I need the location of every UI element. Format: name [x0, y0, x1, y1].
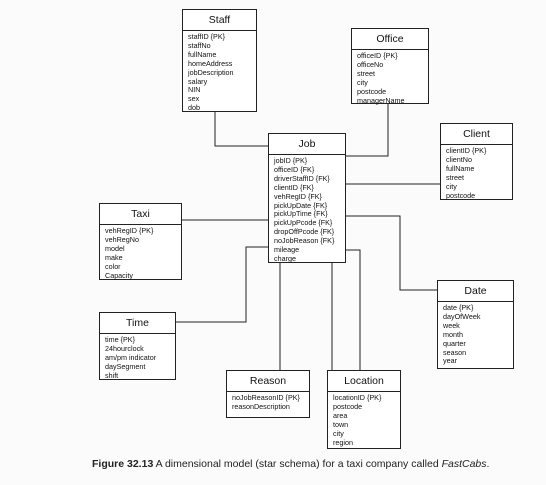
attribute-item: managerName: [357, 95, 405, 105]
reason-entity[interactable]: Reason noJobReasonID {PK}reasonDescripti…: [226, 370, 310, 418]
date-title: Date: [438, 281, 513, 302]
attribute-item: model: [105, 243, 125, 253]
attribute-item: staffNo: [188, 40, 211, 50]
attribute-item: postcode: [333, 401, 363, 411]
attribute-item: shift: [105, 370, 119, 380]
caption-text: A dimensional model (star schema) for a …: [153, 458, 442, 470]
attribute-item: time {PK}: [105, 335, 135, 344]
attribute-item: vehRegID {FK}: [274, 191, 322, 201]
taxi-title: Taxi: [100, 204, 181, 225]
location-title: Location: [328, 371, 400, 392]
attribute-item: week: [443, 320, 460, 330]
attribute-item: street: [446, 172, 464, 182]
attribute-item: pickUpDate {FK}: [274, 200, 328, 210]
attribute-item: date {PK}: [443, 303, 474, 312]
attribute-item: season: [443, 347, 467, 357]
attribute-item: sex: [188, 94, 200, 104]
job-attributes: jobID {PK}officeID {FK}driverStaffID {FK…: [269, 155, 345, 264]
link-job-time: [176, 246, 268, 323]
caption-label: Figure 32.13: [92, 458, 154, 470]
attribute-item: postcode: [357, 86, 387, 96]
attribute-item: make: [105, 252, 123, 262]
attribute-item: clientNo: [446, 154, 472, 164]
attribute-item: city: [357, 77, 368, 87]
attribute-item: reasonDescription: [232, 401, 290, 411]
attribute-item: am/pm indicator: [105, 352, 157, 362]
link-job-staff: [214, 112, 268, 147]
attribute-item: officeNo: [357, 59, 384, 69]
reason-attributes: noJobReasonID {PK}reasonDescription: [227, 392, 309, 412]
link-job-office: [346, 104, 389, 157]
attribute-item: color: [105, 261, 121, 271]
attribute-item: NIN: [188, 85, 201, 95]
attribute-item: Capacity: [105, 270, 133, 280]
attribute-item: dayOfWeek: [443, 311, 481, 321]
attribute-item: officeID {FK}: [274, 164, 315, 174]
caption-end: .: [486, 458, 490, 470]
attribute-item: mileage: [274, 245, 300, 255]
attribute-item: month: [443, 329, 463, 339]
attribute-item: town: [333, 419, 349, 429]
attribute-item: noJobReason {FK}: [274, 236, 335, 246]
attribute-item: region: [333, 437, 353, 447]
attribute-item: daySegment: [105, 361, 146, 371]
link-job-date: [346, 215, 437, 291]
attribute-item: fullName: [446, 163, 475, 173]
reason-title: Reason: [227, 371, 309, 392]
attribute-item: street: [357, 68, 375, 78]
attribute-item: clientID {FK}: [274, 182, 314, 192]
attribute-item: noJobReasonID {PK}: [232, 393, 300, 402]
attribute-item: year: [443, 356, 457, 366]
attribute-item: charge: [274, 253, 296, 263]
job-title: Job: [269, 134, 345, 155]
attribute-item: homeAddress: [188, 58, 233, 68]
attribute-item: pickUpTime {FK}: [274, 209, 328, 219]
attribute-item: jobID {PK}: [274, 156, 308, 165]
attribute-item: area: [333, 410, 348, 420]
attribute-item: pickUpPcode {FK}: [274, 218, 333, 228]
attribute-item: vehRegID {PK}: [105, 226, 154, 235]
office-title: Office: [352, 29, 428, 50]
attribute-item: fullName: [188, 49, 217, 59]
attribute-item: vehRegNo: [105, 234, 139, 244]
attribute-item: city: [446, 181, 457, 191]
attribute-item: dob: [188, 103, 200, 113]
attribute-item: postcode: [446, 190, 476, 200]
attribute-item: dropOffPcode {FK}: [274, 227, 335, 237]
client-title: Client: [441, 124, 512, 145]
attribute-item: salary: [188, 76, 208, 86]
staff-title: Staff: [183, 10, 256, 31]
attribute-item: quarter: [443, 338, 466, 348]
attribute-item: city: [333, 428, 344, 438]
caption-company: FastCabs: [441, 458, 487, 470]
figure-caption: Figure 32.13 A dimensional model (star s…: [92, 458, 489, 470]
time-title: Time: [100, 313, 175, 334]
attribute-item: clientID {PK}: [446, 146, 487, 155]
job-entity[interactable]: Job jobID {PK}officeID {FK}driverStaffID…: [268, 133, 346, 263]
attribute-item: officeID {PK}: [357, 51, 398, 60]
link-job-dropoff-location: [346, 249, 361, 370]
attribute-item: staffID {PK}: [188, 32, 226, 41]
attribute-item: locationID {PK}: [333, 393, 382, 402]
attribute-item: driverStaffID {FK}: [274, 173, 330, 183]
attribute-item: jobDescription: [188, 67, 234, 77]
attribute-item: 24hourclock: [105, 343, 144, 353]
